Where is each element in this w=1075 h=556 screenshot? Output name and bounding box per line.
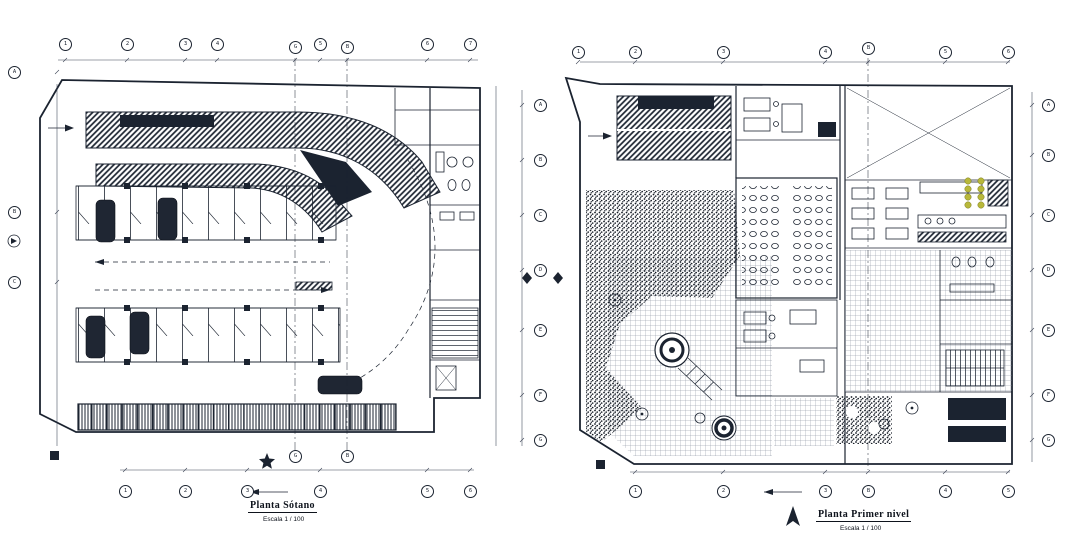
grid-bubble: B [8, 206, 21, 219]
grid-bubble: 3 [179, 38, 192, 51]
grid-bubble: C [1042, 209, 1055, 222]
grid-bubble: 5 [939, 46, 952, 59]
aisle-arrow-icon [95, 259, 104, 265]
corner-marker-icon [50, 451, 59, 460]
grid-bubble: D [1042, 264, 1055, 277]
fountain [654, 332, 737, 441]
section-marker-icons [522, 272, 563, 284]
grid-bubble: 2 [629, 46, 642, 59]
scale-arrow-icon [250, 489, 288, 495]
entry-arrow-icon [48, 124, 74, 132]
grid-bubble: C [8, 276, 21, 289]
grid-bubble: 4 [211, 38, 224, 51]
north-arrow-icon [786, 506, 800, 526]
section-bubble: B [341, 450, 354, 463]
primer-outer-wall [564, 76, 1013, 465]
grid-bubble: 4 [314, 485, 327, 498]
grid-bubble: 2 [717, 485, 730, 498]
plan-scale-primer: Escala 1 / 100 [840, 525, 882, 532]
grid-bubble: 4 [939, 485, 952, 498]
primer-ramp [616, 95, 732, 161]
sotano-section-lines [294, 58, 348, 450]
grid-bubble: 5 [421, 485, 434, 498]
plaza-paving [606, 256, 772, 456]
grid-bubble: 1 [629, 485, 642, 498]
grid-bubble: G [1042, 434, 1055, 447]
tree-icons [608, 293, 919, 430]
sotano-dimension-lines [54, 57, 525, 473]
section-bubble: B [862, 485, 875, 498]
sotano-parking-stalls [75, 185, 341, 363]
primer-dimension-lines [575, 59, 1035, 475]
plan-title-sotano: Planta Sótano [248, 500, 317, 513]
bar-stools [964, 177, 985, 209]
plan-sotano-linework [7, 57, 525, 495]
grid-bubble: 2 [121, 38, 134, 51]
plan-scale-sotano: Escala 1 / 100 [263, 516, 305, 523]
grid-bubble: E [1042, 324, 1055, 337]
grid-bubble: 1 [59, 38, 72, 51]
sotano-service-rooms [394, 88, 480, 398]
grid-bubble: 4 [819, 46, 832, 59]
grid-bubble: 1 [572, 46, 585, 59]
plan-title-primer: Planta Primer nivel [816, 509, 912, 522]
sotano-outer-wall [39, 79, 481, 433]
grid-bubble: B [534, 154, 547, 167]
grid-bubble: C [534, 209, 547, 222]
compass-star-icon [259, 453, 275, 469]
plan-primer-linework [564, 58, 1035, 526]
primer-scale-arrow-icon [764, 489, 802, 495]
auditorium [735, 177, 838, 299]
grid-bubble: A [534, 99, 547, 112]
sotano-circulation [95, 159, 436, 379]
stairs [431, 307, 479, 359]
grid-bubble: 6 [464, 485, 477, 498]
grid-bubble: 6 [421, 38, 434, 51]
section-bubble: G [289, 450, 302, 463]
speed-bump [295, 281, 333, 291]
grid-bubble: 3 [241, 485, 254, 498]
corner-marker-icon [596, 460, 605, 469]
grid-bubble: F [534, 389, 547, 402]
elevator [435, 365, 457, 391]
primer-right-wing [844, 86, 1012, 464]
grid-bubble: A [1042, 99, 1055, 112]
grid-bubble: D [534, 264, 547, 277]
walkway-steps [677, 357, 723, 401]
grid-bubble: 7 [464, 38, 477, 51]
grid-bubble: B [1042, 149, 1055, 162]
grid-bubble: 3 [717, 46, 730, 59]
grid-bubble: E [534, 324, 547, 337]
sotano-ramp [85, 111, 441, 233]
corridor-paving [774, 398, 834, 446]
section-bubble: B [341, 41, 354, 54]
primer-office-rooms [735, 299, 838, 397]
grid-bubble: 6 [1002, 46, 1015, 59]
sotano-storage-row [77, 403, 397, 431]
garden-area [586, 190, 740, 442]
primer-top-rooms [735, 86, 841, 300]
grid-bubble: G [534, 434, 547, 447]
grid-bubble: 1 [119, 485, 132, 498]
car-icons [85, 197, 363, 395]
grid-bubble: 5 [1002, 485, 1015, 498]
west-marker-icon [7, 234, 21, 248]
section-bubble: B [862, 42, 875, 55]
grid-bubble: 2 [179, 485, 192, 498]
section-bubble: G [289, 41, 302, 54]
primer-entry-arrow-icon [588, 132, 612, 140]
grid-bubble: 5 [314, 38, 327, 51]
grid-bubble: A [8, 66, 21, 79]
grid-bubble: F [1042, 389, 1055, 402]
sotano-columns [124, 183, 324, 365]
grid-bubble: 3 [819, 485, 832, 498]
